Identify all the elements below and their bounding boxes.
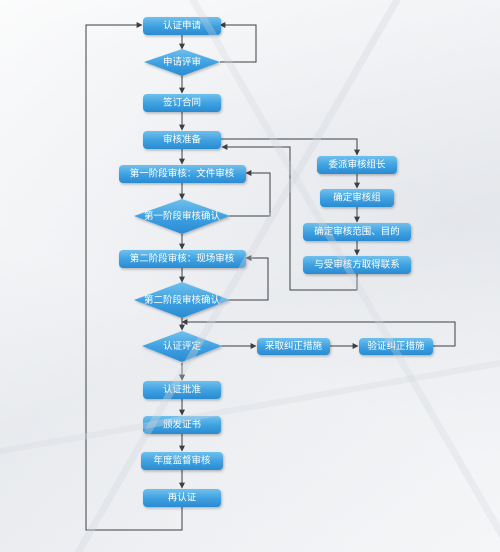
node-obtain-contact-with-auditee [303, 256, 411, 274]
label-certification-evaluation: 认证评定 [163, 340, 202, 352]
node-certification-approval [143, 381, 221, 399]
node-recertification [143, 489, 221, 507]
label-take-corrective-measures: 采取纠正措施 [265, 340, 323, 352]
node-certification-application [143, 17, 221, 35]
node-stage2-onsite-audit [119, 250, 246, 268]
node-stage2-audit-confirmation [134, 282, 230, 318]
loop-recert-to-application [85, 22, 183, 531]
node-take-corrective-measures [257, 338, 330, 355]
node-issue-certificate [143, 416, 221, 434]
loop-contact-to-preparation [221, 144, 358, 291]
label-sign-contract: 签订合同 [163, 97, 201, 109]
node-application-review [144, 49, 220, 76]
node-stage1-document-audit [119, 165, 246, 183]
node-sign-contract [143, 94, 221, 112]
label-determine-audit-scope: 确定审核范围、目的 [314, 226, 400, 238]
label-audit-preparation: 审核准备 [163, 134, 202, 146]
label-certification-application: 认证申请 [163, 20, 202, 32]
label-appoint-audit-team-leader: 委派审核组长 [328, 159, 386, 171]
node-stage1-audit-confirmation [134, 199, 230, 234]
label-stage2-onsite-audit: 第二阶段审核：现场审核 [130, 253, 235, 265]
label-obtain-contact-with-auditee: 与受审核方取得联系 [314, 259, 400, 271]
label-determine-audit-team: 确定审核组 [333, 192, 381, 204]
node-determine-audit-scope [303, 223, 411, 241]
label-verify-corrective-measures: 验证纠正措施 [367, 340, 425, 352]
node-certification-evaluation [142, 331, 222, 362]
label-recertification: 再认证 [168, 492, 197, 504]
label-stage1-document-audit: 第一阶段审核：文件审核 [130, 168, 235, 180]
label-stage2-audit-confirmation: 第二阶段审核确认 [144, 294, 221, 306]
loop-verify-to-evaluation [181, 319, 456, 347]
node-determine-audit-team [320, 189, 394, 207]
connectors [85, 22, 456, 531]
label-annual-surveillance-audit: 年度监督审核 [153, 455, 211, 467]
label-application-review: 申请评审 [163, 56, 201, 68]
loop-confirm1-to-stage1 [226, 170, 271, 217]
label-issue-certificate: 颁发证书 [163, 419, 202, 431]
node-verify-corrective-measures [359, 338, 433, 355]
arrow-preparation-to-appoint [220, 138, 360, 156]
loop-confirm2-to-stage2 [226, 255, 269, 301]
loop-review-to-application [219, 22, 257, 63]
node-annual-surveillance-audit [141, 452, 223, 470]
node-audit-preparation [143, 131, 221, 149]
label-stage1-audit-confirmation: 第一阶段审核确认 [144, 210, 221, 222]
node-appoint-audit-team-leader [317, 156, 397, 174]
label-certification-approval: 认证批准 [163, 384, 202, 396]
nodes: 认证申请 签订合同 审核准备 第一阶段审核：文件审核 第二阶段审核：现场审核 认… [119, 17, 433, 507]
